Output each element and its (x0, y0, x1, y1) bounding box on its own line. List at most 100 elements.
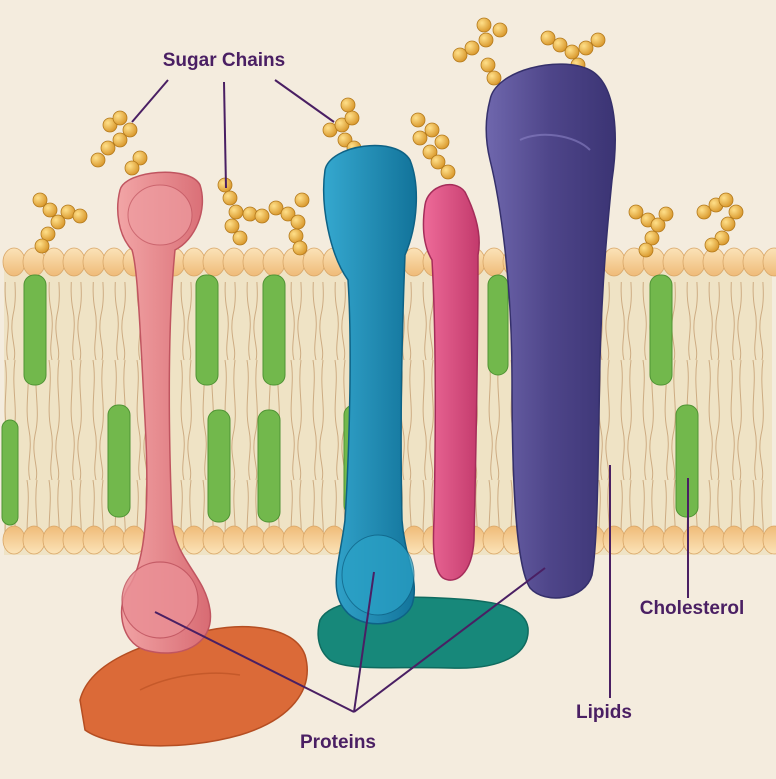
sugar-bead (222, 190, 238, 206)
lipid-head (262, 247, 286, 277)
sugar-bead (100, 140, 116, 156)
sugar-bead (696, 204, 712, 220)
sugar-bead (440, 164, 456, 180)
lipid-head (262, 525, 286, 555)
sugar-bead (718, 192, 734, 208)
cholesterol-label: Cholesterol (640, 598, 745, 619)
lipid-head (2, 247, 26, 277)
lipid-head (222, 525, 246, 555)
sugar-bead (552, 37, 568, 53)
sugar-bead (72, 208, 88, 224)
lipid-head (62, 525, 86, 555)
sugar-bead (492, 22, 508, 38)
sugar-bead (132, 150, 148, 166)
sugar-bead (32, 192, 48, 208)
sugar-bead (720, 216, 736, 232)
sugar-bead (340, 97, 356, 113)
sugar-bead (228, 204, 244, 220)
sugar-bead (476, 17, 492, 33)
magenta-transmembrane-protein (422, 183, 480, 581)
sugar-bead (564, 44, 580, 60)
lipid-head (282, 525, 306, 555)
sugar-bead (412, 130, 428, 146)
purple-transmembrane-protein (485, 63, 616, 599)
lipid-head (662, 525, 686, 555)
sugar-bead (42, 202, 58, 218)
sugar-bead (430, 154, 446, 170)
sugar-bead (232, 230, 248, 246)
sugar-bead (280, 206, 296, 222)
lipid-head (242, 525, 266, 555)
lipid-head (742, 247, 766, 277)
sugar-bead (40, 226, 56, 242)
lipid-head (302, 525, 326, 555)
teal-transmembrane-protein (322, 144, 418, 625)
sugar-bead (34, 238, 50, 254)
lipid-head (302, 247, 326, 277)
sugar-bead (292, 240, 308, 256)
sugar-chains-label: Sugar Chains (163, 50, 285, 71)
lipid-head (182, 525, 206, 555)
sugar-bead (728, 204, 744, 220)
sugar-bead (540, 30, 556, 46)
lipid-head (722, 247, 746, 277)
pink-transmembrane-protein (117, 171, 212, 654)
lipid-head (682, 247, 706, 277)
proteins-label: Proteins (300, 732, 376, 753)
sugar-bead (90, 152, 106, 168)
lipid-head (482, 525, 506, 555)
sugar-bead (290, 214, 306, 230)
sugar-bead (124, 160, 140, 176)
lipid-head (42, 247, 66, 277)
sugar-bead (268, 200, 284, 216)
lipid-head (202, 525, 226, 555)
lipid-head (762, 525, 776, 555)
sugar-bead (410, 112, 426, 128)
lipid-head (642, 525, 666, 555)
sugar-bead (424, 122, 440, 138)
sugar-bead (344, 110, 360, 126)
sugar-bead (704, 237, 720, 253)
sugar-bead (464, 40, 480, 56)
lipids-label: Lipids (576, 702, 632, 723)
lipid-head (242, 247, 266, 277)
sugar-bead (480, 57, 496, 73)
lipid-head (22, 525, 46, 555)
lipid-head (82, 247, 106, 277)
sugar-chains (32, 17, 744, 258)
lipid-head (102, 525, 126, 555)
sugar-bead (112, 110, 128, 126)
lipid-head (62, 247, 86, 277)
lipid-head (102, 247, 126, 277)
sugar-bead (590, 32, 606, 48)
sugar-bead (452, 47, 468, 63)
lipid-head (682, 525, 706, 555)
leader-lines (131, 79, 689, 713)
lipid-head (762, 247, 776, 277)
sugar-bead (112, 132, 128, 148)
lipid-head (662, 247, 686, 277)
sugar-bead (224, 218, 240, 234)
sugar-bead (650, 217, 666, 233)
lipid-head (602, 525, 626, 555)
lipid-head (622, 525, 646, 555)
sugar-bead (578, 40, 594, 56)
lipid-head (182, 247, 206, 277)
lipid-head (722, 525, 746, 555)
lipid-head (222, 247, 246, 277)
sugar-bead (434, 134, 450, 150)
sugar-bead (486, 70, 502, 86)
sugar-bead (294, 192, 310, 208)
sugar-bead (644, 230, 660, 246)
sugar-bead (658, 206, 674, 222)
lipid-head (2, 525, 26, 555)
lipid-head (82, 525, 106, 555)
lipid-head (482, 247, 506, 277)
sugar-bead (254, 208, 270, 224)
sugar-bead (478, 32, 494, 48)
sugar-bead (122, 122, 138, 138)
lipid-head (742, 525, 766, 555)
lipid-head (42, 525, 66, 555)
